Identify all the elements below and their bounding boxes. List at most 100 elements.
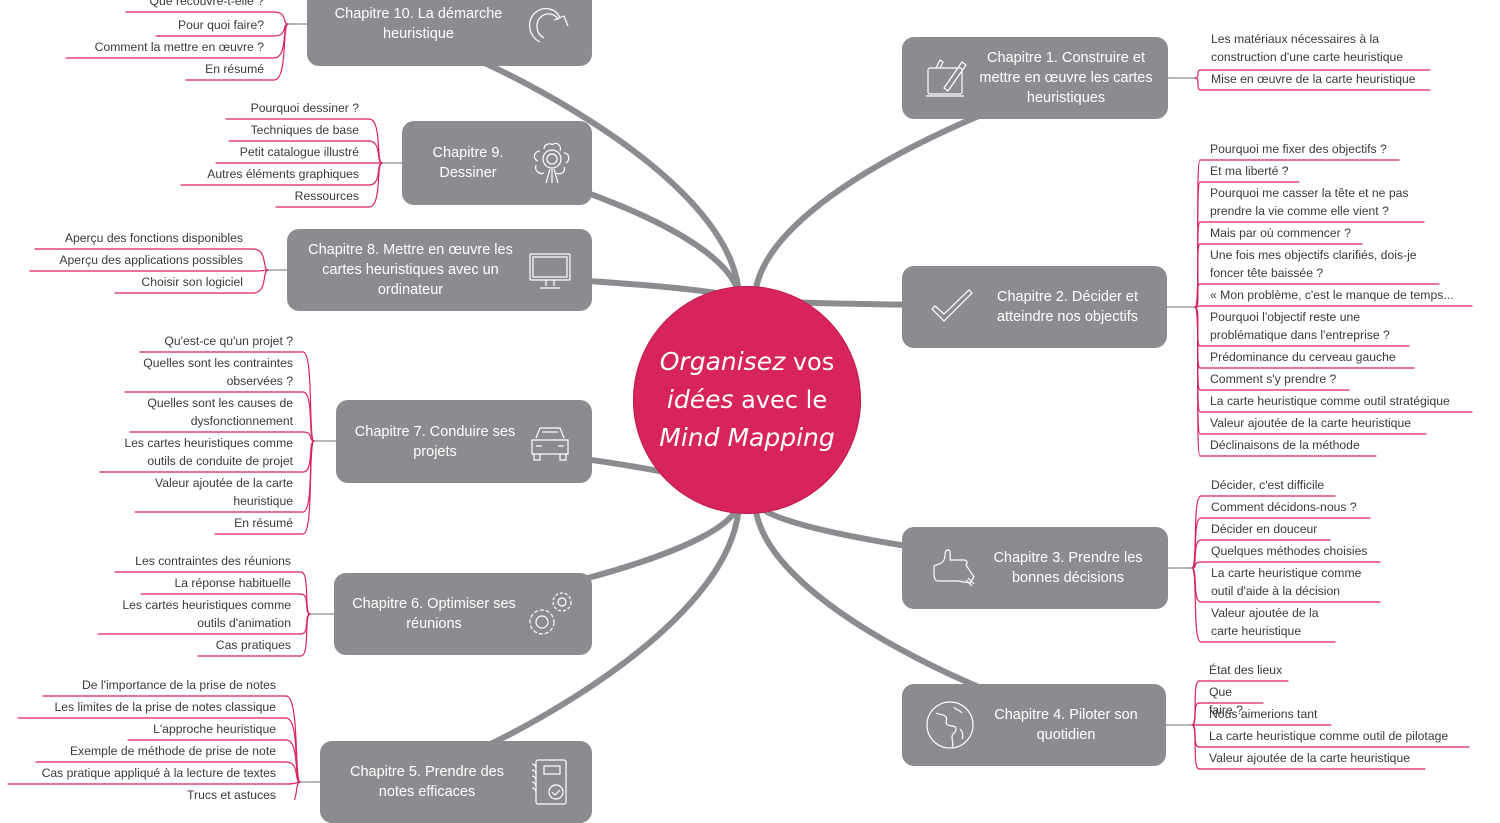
subtopic-item[interactable]: Prédominance du cerveau gauche <box>1210 350 1396 364</box>
subtopic-item[interactable]: Quelques méthodes choisies <box>1211 544 1368 558</box>
subtopic-item[interactable]: Choisir son logiciel <box>141 275 243 289</box>
central-topic[interactable]: Organisez vos idées avec le Mind Mapping <box>633 286 861 514</box>
subtopic-item[interactable]: Les contraintes des réunions <box>135 554 291 568</box>
subtopic-item[interactable]: Valeur ajoutée de la carte heuristique <box>1210 416 1411 430</box>
subtopic-item[interactable]: Mise en œuvre de la carte heuristique <box>1211 72 1416 86</box>
chapter-8-node[interactable]: Chapitre 8. Mettre en œuvre les cartes h… <box>287 229 592 311</box>
subtopic-item[interactable]: Cas pratiques <box>215 638 291 652</box>
subtopic-link <box>252 248 269 271</box>
subtopic-item[interactable]: La carte heuristique comme outil stratég… <box>1210 394 1450 408</box>
chapter-9-node[interactable]: Chapitre 9. Dessiner <box>402 121 592 205</box>
chapter-8-title: Chapitre 8. Mettre en œuvre les cartes h… <box>308 242 513 298</box>
subtopic-item[interactable]: Les matériaux nécessaires à la construct… <box>1211 32 1404 64</box>
chapter-4-title: Chapitre 4. Piloter son quotidien <box>994 707 1138 743</box>
subtopic-item[interactable]: La réponse habituelle <box>174 576 291 590</box>
subtopic-link <box>273 23 289 81</box>
subtopic-item[interactable]: Quelles sont les causes de dysfonctionne… <box>147 396 293 428</box>
subtopic-link <box>300 593 311 615</box>
chapter-4-node[interactable]: Chapitre 4. Piloter son quotidien <box>902 684 1166 766</box>
chapter-1-node[interactable]: Chapitre 1. Construire et mettre en œuvr… <box>902 37 1168 119</box>
subtopic-link <box>1194 243 1201 308</box>
drawing-tablet-icon <box>920 50 976 106</box>
chapter-9-title: Chapitre 9. Dessiner <box>432 145 504 181</box>
subtopic-item[interactable]: Qu'est-ce qu'un projet ? <box>164 334 293 348</box>
chapter-3-node[interactable]: Chapitre 3. Prendre les bonnes décisions <box>902 527 1168 609</box>
chapter-10-title: Chapitre 10. La démarche heuristique <box>334 6 503 42</box>
subtopic-item[interactable]: Techniques de base <box>250 123 359 137</box>
subtopic-item[interactable]: Déclinaisons de la méthode <box>1210 438 1360 452</box>
central-topic-text: vos <box>785 348 835 376</box>
subtopic-item[interactable]: Valeur ajoutée de la carte heuristique <box>1211 606 1319 638</box>
subtopic-item[interactable]: Cas pratique appliqué à la lecture de te… <box>41 766 276 780</box>
checkmark-icon <box>924 279 980 335</box>
subtopic-item[interactable]: Exemple de méthode de prise de note <box>70 744 276 758</box>
thumbs-up-icon <box>924 540 980 596</box>
subtopic-item[interactable]: Pourquoi me casser la tête et ne pas pre… <box>1210 186 1409 218</box>
chapter-2-node[interactable]: Chapitre 2. Décider et atteindre nos obj… <box>902 266 1167 348</box>
chapter-6-title: Chapitre 6. Optimiser ses réunions <box>352 596 516 632</box>
subtopic-link <box>273 11 289 25</box>
subtopic-link <box>1191 567 1202 643</box>
subtopic-link <box>302 440 315 535</box>
subtopic-item[interactable]: Pourquoi l'objectif reste une problémati… <box>1210 310 1390 342</box>
flower-icon <box>524 135 580 191</box>
subtopic-item[interactable]: La carte heuristique comme outil de pilo… <box>1209 729 1449 743</box>
subtopic-link <box>1194 306 1201 457</box>
subtopic-item[interactable]: « Mon problème, c'est le manque de temps… <box>1210 288 1454 302</box>
subtopic-item[interactable]: Pourquoi me fixer des objectifs ? <box>1210 142 1387 156</box>
subtopic-link <box>302 431 315 442</box>
subtopic-item[interactable]: Les cartes heuristiques comme outils d'a… <box>122 598 291 630</box>
subtopic-item[interactable]: Décider en douceur <box>1211 522 1318 536</box>
central-topic-text: avec le <box>733 386 828 414</box>
subtopic-item[interactable]: Décider, c'est difficile <box>1211 478 1325 492</box>
monitor-icon <box>522 242 578 298</box>
chapter-7-node[interactable]: Chapitre 7. Conduire ses projets <box>336 400 592 483</box>
subtopic-item[interactable]: Pour quoi faire? <box>177 18 264 32</box>
chapter-2-title: Chapitre 2. Décider et atteindre nos obj… <box>996 289 1139 325</box>
subtopic-item[interactable]: Comment décidons-nous ? <box>1211 500 1357 514</box>
subtopic-item[interactable]: Aperçu des fonctions disponibles <box>64 231 243 245</box>
subtopic-item[interactable]: Et ma liberté ? <box>1210 164 1289 178</box>
subtopic-item[interactable]: De l'importance de la prise de notes <box>81 678 276 692</box>
subtopic-item[interactable]: Aperçu des applications possibles <box>59 253 243 267</box>
circular-arrow-icon <box>518 0 574 52</box>
chapter-5-node[interactable]: Chapitre 5. Prendre des notes efficaces <box>320 741 592 823</box>
subtopic-item[interactable]: La carte heuristique comme outil d'aide … <box>1211 566 1362 598</box>
subtopic-item[interactable]: Valeur ajoutée de la carte heuristique <box>1209 751 1410 765</box>
chapter-10-node[interactable]: Chapitre 10. La démarche heuristique <box>307 0 592 66</box>
subtopic-item[interactable]: Ressources <box>294 189 359 203</box>
subtopic-item[interactable]: Trucs et astuces <box>187 788 276 802</box>
subtopic-link <box>1194 77 1202 91</box>
subtopic-item[interactable]: Comment s'y prendre ? <box>1210 372 1337 386</box>
subtopic-item[interactable]: Pourquoi dessiner ? <box>250 101 359 115</box>
subtopic-item[interactable]: Valeur ajoutée de la carte heuristique <box>155 476 293 508</box>
subtopic-item[interactable]: Comment la mettre en œuvre ? <box>94 40 264 54</box>
subtopic-link <box>300 613 311 657</box>
globe-icon <box>922 697 978 753</box>
subtopic-link <box>368 162 383 208</box>
subtopic-item[interactable]: Les cartes heuristiques comme outils de … <box>124 436 293 468</box>
subtopic-item[interactable]: En résumé <box>205 62 264 76</box>
subtopic-link <box>252 269 269 272</box>
subtopic-item[interactable]: En résumé <box>234 516 293 530</box>
subtopic-link <box>302 351 315 442</box>
subtopic-link <box>285 695 301 783</box>
chapter-6-node[interactable]: Chapitre 6. Optimiser ses réunions <box>334 573 592 655</box>
subtopic-item[interactable]: Une fois mes objectifs clarifiés, dois-j… <box>1210 248 1417 280</box>
central-topic-word: Mind Mapping <box>659 423 835 452</box>
subtopic-item[interactable]: Petit catalogue illustré <box>239 145 359 159</box>
chapter-7-title: Chapitre 7. Conduire ses projets <box>354 423 516 460</box>
subtopic-link <box>302 391 315 442</box>
subtopic-item[interactable]: Que recouvre-t-elle ? <box>149 0 264 8</box>
subtopic-item[interactable]: L'approche heuristique <box>153 722 276 736</box>
subtopic-item[interactable]: Quelles sont les contraintes observées ? <box>143 356 293 388</box>
subtopic-item[interactable]: Mais par où commencer ? <box>1210 226 1351 240</box>
chapter-5-title: Chapitre 5. Prendre des notes efficaces <box>350 764 504 800</box>
subtopic-item[interactable]: État des lieux <box>1209 663 1283 677</box>
subtopic-item[interactable]: Que faire ? <box>1209 685 1243 717</box>
subtopic-link <box>300 571 311 615</box>
subtopic-item[interactable]: Autres éléments graphiques <box>207 167 359 181</box>
subtopic-item[interactable]: Nous aimerions tant <box>1209 707 1318 721</box>
subtopic-link <box>1191 539 1202 569</box>
subtopic-item[interactable]: Les limites de la prise de notes classiq… <box>54 700 276 714</box>
